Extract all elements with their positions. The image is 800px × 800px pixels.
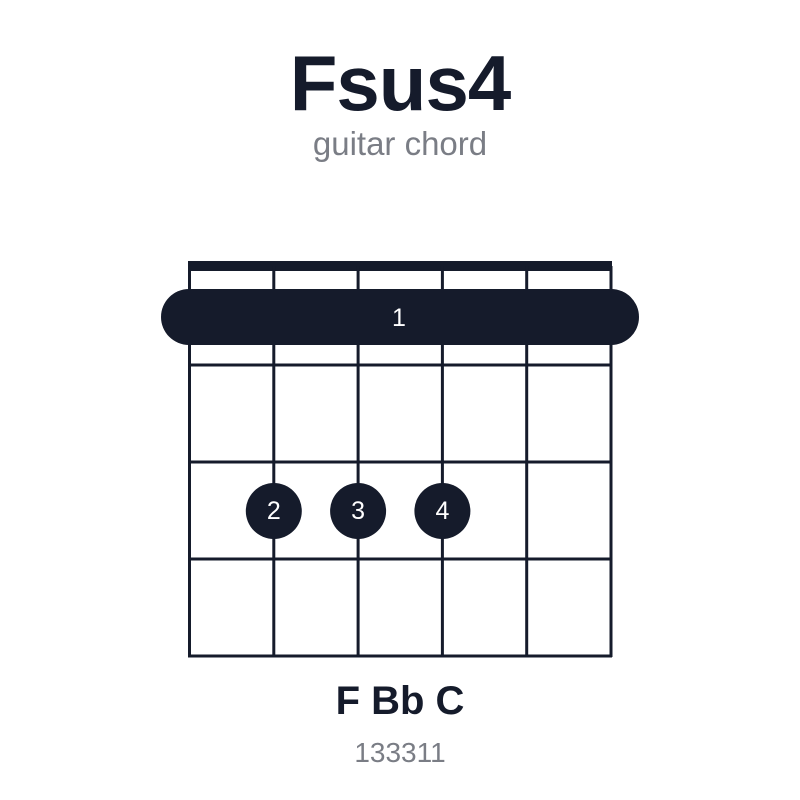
nut bbox=[188, 261, 612, 271]
chord-notes: F Bb C bbox=[335, 679, 465, 723]
finger-dot-circle bbox=[330, 483, 387, 539]
finger-dot-circle bbox=[245, 483, 302, 539]
chord-subtitle: guitar chord bbox=[312, 125, 488, 162]
finger-dot: 4 bbox=[414, 483, 471, 539]
fret-lines bbox=[188, 363, 612, 658]
chord-fingering: 133311 bbox=[354, 737, 446, 768]
finger-dot: 2 bbox=[245, 483, 302, 539]
finger-dot-label: 2 bbox=[267, 497, 281, 525]
chord-title: Fsus4 bbox=[289, 39, 511, 127]
finger-dot-circle bbox=[414, 483, 471, 539]
finger-dot-label: 3 bbox=[351, 497, 365, 525]
finger-dot: 3 bbox=[330, 483, 387, 539]
finger-dot-label: 4 bbox=[435, 497, 449, 525]
barre: 1 bbox=[161, 289, 639, 345]
barre-bar bbox=[161, 289, 639, 345]
barre-finger-label: 1 bbox=[392, 304, 406, 332]
